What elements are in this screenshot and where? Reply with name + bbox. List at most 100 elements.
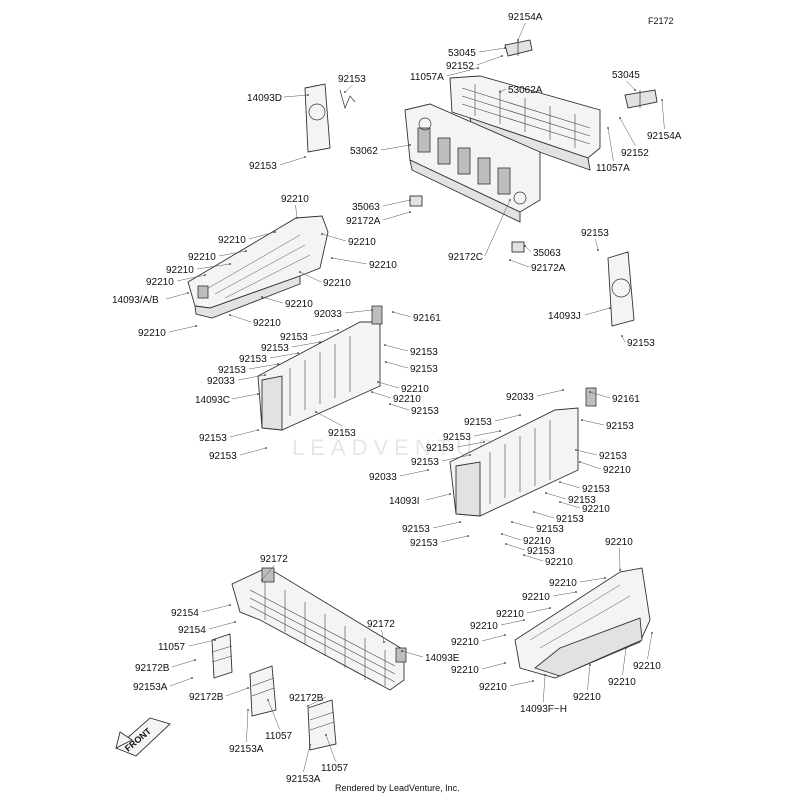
part-label: 92153 xyxy=(536,524,564,535)
mid-divider-c xyxy=(257,305,383,431)
part-label: 92210 xyxy=(218,235,246,246)
leader-line xyxy=(509,259,530,268)
leader-line xyxy=(344,309,373,314)
leader-point xyxy=(229,314,231,316)
leader-point xyxy=(383,641,385,643)
leader-line xyxy=(377,381,400,389)
part-label: 92153 xyxy=(410,364,438,375)
part-label: 92210 xyxy=(545,557,573,568)
leader-line xyxy=(500,619,525,626)
leader-line xyxy=(225,687,249,697)
part-labels: 92154A530459215211057A53062A5304592154A9… xyxy=(112,12,682,785)
part-label: 11057 xyxy=(265,731,293,742)
leader-line xyxy=(621,335,626,343)
clip-bracket-c xyxy=(307,699,337,751)
part-label: 92210 xyxy=(633,661,661,672)
left-side-rail xyxy=(187,215,329,319)
part-label: 53062 xyxy=(350,146,378,157)
leader-point xyxy=(299,271,301,273)
leader-line xyxy=(310,329,339,337)
leader-line xyxy=(619,547,621,571)
leader-lines xyxy=(166,22,665,773)
part-label: 92210 xyxy=(496,609,524,620)
leader-point xyxy=(229,263,231,265)
leader-line xyxy=(392,311,412,318)
leader-line xyxy=(494,414,521,422)
leader-point xyxy=(533,511,535,513)
leader-point xyxy=(409,144,411,146)
leader-line xyxy=(619,117,636,147)
leader-point xyxy=(523,554,525,556)
leader-point xyxy=(187,292,189,294)
leader-point xyxy=(344,91,346,93)
leader-point xyxy=(575,449,577,451)
part-label: 14093I xyxy=(389,496,420,507)
part-label: 92172C xyxy=(448,252,483,263)
part-label: 92153 xyxy=(280,332,308,343)
leader-line xyxy=(523,554,544,562)
part-label: 92153 xyxy=(328,428,356,439)
leader-point xyxy=(509,199,511,201)
leader-line xyxy=(401,650,424,658)
leader-point xyxy=(257,429,259,431)
part-label: 92210 xyxy=(138,328,166,339)
leader-line xyxy=(171,659,196,668)
leader-point xyxy=(315,411,317,413)
leader-line xyxy=(201,604,231,613)
leader-line xyxy=(478,47,506,53)
part-label: 92210 xyxy=(285,299,313,310)
part-label: 14093F~H xyxy=(520,704,567,715)
leader-point xyxy=(194,659,196,661)
leader-line xyxy=(307,696,326,707)
leader-line xyxy=(533,511,555,519)
leader-point xyxy=(267,699,269,701)
leader-line xyxy=(446,67,479,77)
leader-point xyxy=(504,634,506,636)
leader-line xyxy=(579,461,602,470)
part-label: 92153A xyxy=(133,682,168,693)
part-label: 92153 xyxy=(556,514,584,525)
leader-point xyxy=(589,391,591,393)
leader-line xyxy=(381,629,385,643)
rear-lower-panel xyxy=(404,103,541,223)
part-label: 92172A xyxy=(346,216,381,227)
leader-point xyxy=(264,374,266,376)
leader-line xyxy=(501,533,522,541)
leader-point xyxy=(297,352,299,354)
leader-point xyxy=(509,259,511,261)
part-label: 53062A xyxy=(508,85,543,96)
leader-line xyxy=(196,263,231,270)
diagram-code: F2172 xyxy=(648,16,674,26)
leader-point xyxy=(214,639,216,641)
leader-point xyxy=(575,591,577,593)
leader-line xyxy=(385,361,409,369)
leader-point xyxy=(337,329,339,331)
leader-line xyxy=(267,699,280,730)
leader-point xyxy=(331,257,333,259)
part-label: 92210 xyxy=(470,621,498,632)
part-label: 92153 xyxy=(568,495,596,506)
part-label: 92172B xyxy=(289,693,324,704)
leader-point xyxy=(261,579,263,581)
leader-line xyxy=(441,454,471,462)
leader-point xyxy=(544,674,546,676)
leader-line xyxy=(299,271,322,283)
leader-point xyxy=(384,344,386,346)
leader-line xyxy=(229,429,259,438)
leader-point xyxy=(274,231,276,233)
part-label: 92172A xyxy=(531,263,566,274)
leader-line xyxy=(484,199,511,257)
leader-line xyxy=(552,591,577,597)
leader-point xyxy=(661,99,663,101)
leader-point xyxy=(247,709,249,711)
part-label: 92210 xyxy=(323,278,351,289)
leader-point xyxy=(377,381,379,383)
part-label: 92154A xyxy=(508,12,543,23)
leader-point xyxy=(265,447,267,449)
leader-line xyxy=(661,99,665,130)
front-grille xyxy=(231,567,407,691)
part-label: 92153 xyxy=(582,484,610,495)
leader-line xyxy=(499,88,507,93)
front-arrow xyxy=(115,717,171,757)
leader-point xyxy=(501,533,503,535)
